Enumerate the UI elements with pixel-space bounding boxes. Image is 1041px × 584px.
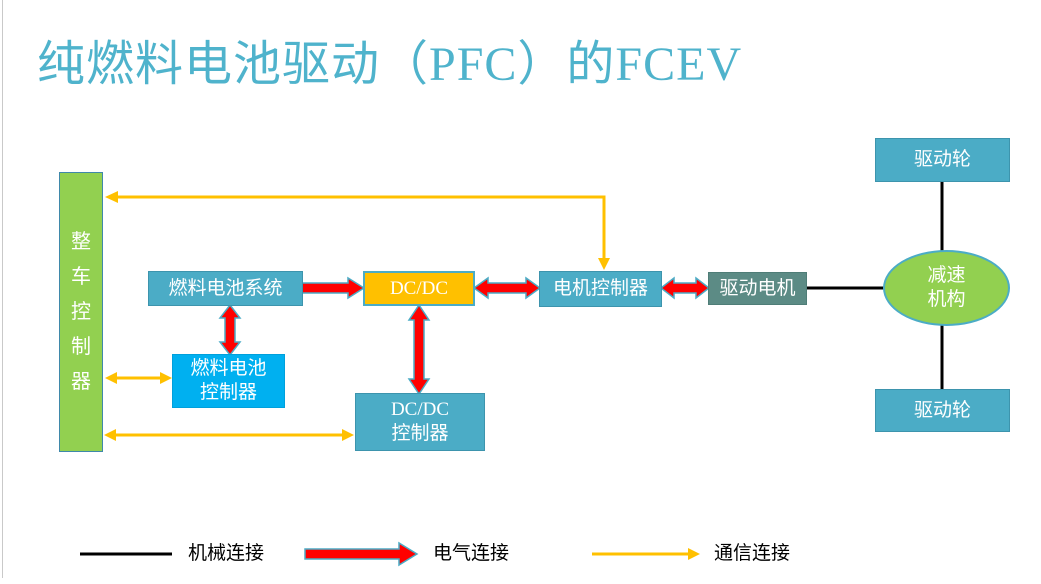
node-fuel-cell-system-label: 燃料电池系统 bbox=[168, 277, 283, 299]
node-dcdc-controller: DC/DC 控制器 bbox=[355, 393, 485, 451]
comm-link-vcu-fuel-cell-controller bbox=[105, 372, 172, 384]
node-drive-wheel-top: 驱动轮 bbox=[875, 138, 1010, 182]
node-dcdc-converter: DC/DC bbox=[363, 271, 475, 306]
node-drive-wheel-bottom-label: 驱动轮 bbox=[913, 399, 971, 421]
node-vehicle-controller-label: 整车控制器 bbox=[71, 230, 91, 393]
elec-arrow-mcu-motor bbox=[659, 276, 711, 300]
node-reduction-gear: 减速 机构 bbox=[883, 250, 1010, 326]
legend-electrical-arrow bbox=[304, 541, 419, 567]
page-title: 纯燃料电池驱动（PFC）的FCEV bbox=[37, 38, 743, 91]
comm-link-vcu-motor-controller bbox=[105, 191, 610, 270]
legend-electrical-label: 电气连接 bbox=[433, 543, 510, 564]
node-drive-wheel-bottom: 驱动轮 bbox=[875, 389, 1010, 432]
slide-left-edge-line bbox=[2, 0, 3, 578]
node-motor-controller: 电机控制器 bbox=[539, 271, 662, 307]
elec-arrow-fcs-dcdc bbox=[301, 276, 366, 300]
node-fuel-cell-controller-label: 燃料电池 控制器 bbox=[190, 358, 267, 403]
node-drive-wheel-top-label: 驱动轮 bbox=[913, 149, 971, 171]
node-drive-motor-label: 驱动电机 bbox=[719, 277, 796, 299]
node-fuel-cell-controller: 燃料电池 控制器 bbox=[172, 354, 285, 408]
legend-communication-arrow bbox=[592, 548, 700, 560]
legend-communication-label: 通信连接 bbox=[714, 543, 791, 564]
node-dcdc-converter-label: DC/DC bbox=[389, 277, 449, 299]
elec-arrow-fcs-fcc bbox=[218, 303, 242, 357]
node-drive-motor: 驱动电机 bbox=[708, 272, 807, 305]
node-reduction-gear-label: 减速 机构 bbox=[927, 265, 966, 310]
node-fuel-cell-system: 燃料电池系统 bbox=[148, 271, 303, 306]
elec-arrow-dcdc-dcc bbox=[407, 303, 431, 396]
comm-link-vcu-dcdc-controller bbox=[104, 429, 354, 441]
legend-mechanical-label: 机械连接 bbox=[188, 543, 265, 564]
node-vehicle-controller: 整车控制器 bbox=[59, 172, 103, 452]
node-dcdc-controller-label: DC/DC 控制器 bbox=[390, 399, 450, 444]
elec-arrow-dcdc-mcu bbox=[472, 276, 542, 300]
node-motor-controller-label: 电机控制器 bbox=[552, 278, 648, 300]
